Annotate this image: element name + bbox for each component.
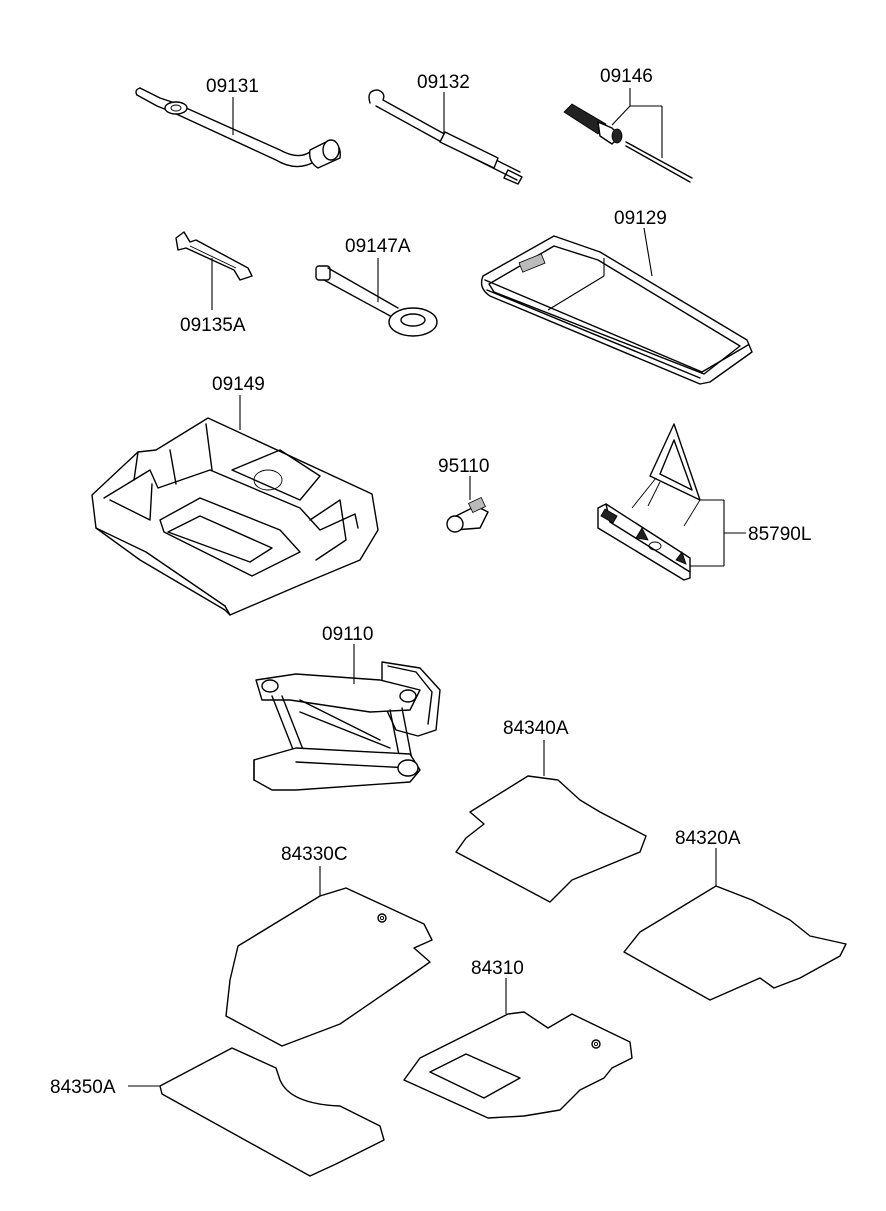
screwdriver[interactable]: 09146 [563, 66, 693, 183]
warning-triangle[interactable]: 85790L [597, 423, 811, 581]
tool-case[interactable]: 09149 [91, 374, 379, 616]
lug-wrench[interactable]: 09131 [135, 76, 341, 169]
label-09110: 09110 [322, 624, 373, 645]
label-85790L: 85790L [748, 524, 811, 545]
tool-tray-cover[interactable]: 09129 [480, 208, 753, 385]
label-84310: 84310 [471, 958, 524, 979]
label-84350A: 84350A [50, 1077, 116, 1098]
label-84320A: 84330C [281, 844, 348, 865]
label-84330C: 84320A [675, 828, 741, 849]
label-09132: 09132 [417, 72, 470, 93]
label-09129: 09129 [614, 208, 667, 229]
floor-mat-84330C[interactable]: 84320A [623, 828, 847, 1001]
floor-mat-84340A[interactable]: 84340A [455, 718, 647, 903]
label-09146: 09146 [600, 66, 653, 87]
label-09131: 09131 [206, 76, 259, 97]
connector[interactable]: 95110 [438, 456, 489, 533]
towing-hook[interactable]: 09147A [315, 236, 438, 337]
jack-handle[interactable]: 09132 [368, 72, 523, 185]
label-09135A: 09135A [180, 315, 246, 336]
label-09149: 09149 [212, 374, 265, 395]
floor-mat-84310[interactable]: 84310 [403, 958, 633, 1119]
floor-mat-84320A[interactable]: 84330C [225, 844, 433, 1047]
label-84340A: 84340A [503, 718, 569, 739]
label-09147A: 09147A [345, 236, 411, 257]
label-95110: 95110 [438, 456, 489, 477]
scissor-jack[interactable]: 09110 [253, 624, 441, 791]
floor-mat-84350A[interactable]: 84350A [50, 1047, 385, 1177]
spanner[interactable]: 09135A [175, 231, 253, 336]
